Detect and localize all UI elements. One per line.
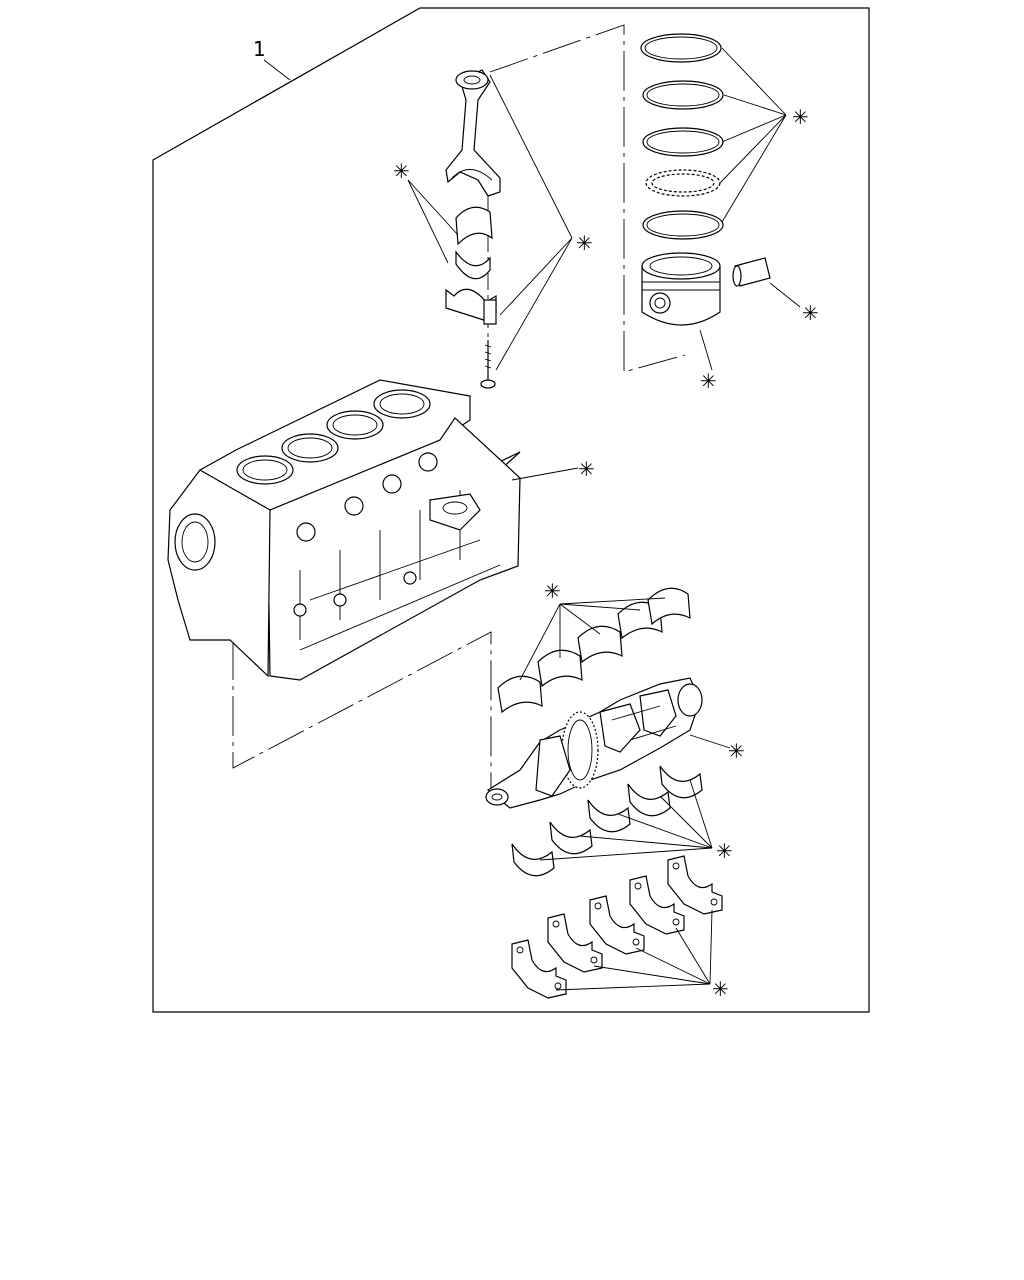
leader-bearing-caps [555,909,713,991]
asterisk-marker: ✳ [792,105,809,129]
main-bearing-caps [511,855,723,999]
leader-crankshaft [689,734,731,749]
piston [641,252,721,326]
callout-number-1: 1 [253,37,266,61]
asterisk-marker: ✳ [712,977,729,1001]
crankshaft [485,677,703,809]
asterisk-marker: ✳ [544,579,561,603]
asterisk-marker: ✳ [802,301,819,325]
callout-leader-1 [263,59,291,81]
leader-upper-bearings [519,597,666,681]
kit-border [152,7,870,1013]
cylinder-block [167,379,521,681]
piston-pin [732,257,771,287]
asterisk-marker: ✳ [578,457,595,481]
rod-bearings [455,206,493,280]
rod-cap [445,288,497,325]
dash-block-to-crank [232,631,492,795]
dash-rod-to-piston [489,24,686,373]
leader-lower-bearings [539,779,713,861]
asterisk-marker: ✳ [728,739,745,763]
upper-main-bearings [497,587,691,714]
asterisk-marker: ✳ [393,159,410,183]
asterisk-marker: ✳ [576,231,593,255]
rod-bolt [480,340,496,389]
leader-lines-upper [407,47,801,371]
asterisk-marker: ✳ [716,839,733,863]
connecting-rod [445,69,501,197]
lower-main-bearings [511,765,703,877]
asterisk-marker: ✳ [700,369,717,393]
piston-rings [640,33,724,240]
leader-block [511,467,579,481]
